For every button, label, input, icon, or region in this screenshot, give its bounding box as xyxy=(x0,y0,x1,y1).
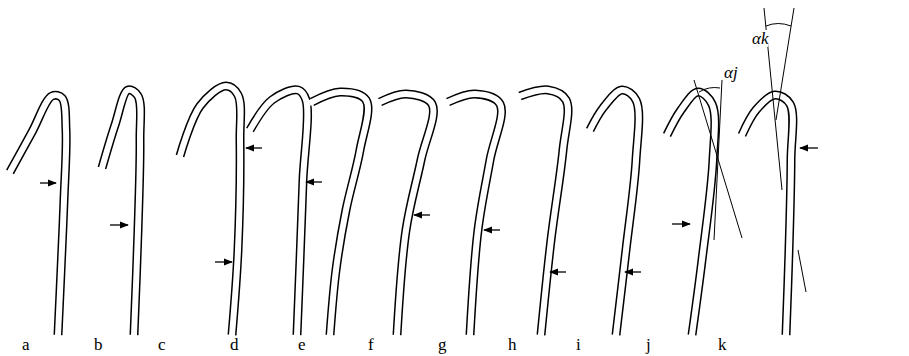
hook-fill xyxy=(102,90,141,335)
hook-fill xyxy=(250,90,308,335)
hook-outline xyxy=(250,90,308,335)
position-arrow xyxy=(672,223,690,224)
panel-letter: j xyxy=(646,336,651,353)
angle-arc xyxy=(699,88,720,93)
panel-letter: i xyxy=(576,336,581,353)
hook-outline xyxy=(312,92,368,335)
panel-letter: e xyxy=(298,336,306,353)
position-arrow xyxy=(625,271,641,272)
panel-letter: a xyxy=(22,336,30,353)
hook-outline xyxy=(742,95,793,335)
panel-letter: g xyxy=(438,336,447,353)
position-arrow xyxy=(215,261,232,262)
panel-letter: c xyxy=(158,336,166,353)
position-arrow xyxy=(800,147,818,148)
hook-fill xyxy=(312,92,368,335)
hook-fill xyxy=(520,90,568,335)
panel-letter: b xyxy=(94,336,103,353)
position-arrow xyxy=(306,181,322,182)
hook-fill xyxy=(667,92,715,335)
hook-fill xyxy=(448,94,502,335)
panel-letter: h xyxy=(508,336,517,353)
hook-outline xyxy=(180,86,241,335)
panel-letter: k xyxy=(718,336,727,353)
hook-outline xyxy=(667,92,715,335)
tangent-line xyxy=(714,80,722,240)
tangent-line xyxy=(798,250,806,292)
hook-outline xyxy=(520,90,568,335)
position-arrow xyxy=(550,271,566,272)
hook-outline xyxy=(102,90,141,335)
position-arrow xyxy=(246,147,262,148)
hook-fill xyxy=(742,95,793,335)
hook-outline xyxy=(448,94,502,335)
hook-outline xyxy=(380,94,433,335)
hook-fill xyxy=(10,95,66,335)
hook-outline xyxy=(10,95,66,335)
angle-arc xyxy=(766,24,791,27)
position-arrow xyxy=(40,182,56,183)
position-arrow xyxy=(110,224,128,225)
hook-fill xyxy=(180,86,241,335)
angle-label: αk xyxy=(752,30,768,47)
position-arrow xyxy=(414,214,430,215)
hook-fill xyxy=(590,90,639,335)
tangent-line xyxy=(776,8,794,120)
hook-outline xyxy=(590,90,639,335)
hook-fill xyxy=(380,94,433,335)
angle-label: αj xyxy=(724,64,738,81)
panel-letter: d xyxy=(230,336,239,353)
panel-letter: f xyxy=(368,336,374,353)
position-arrow xyxy=(484,229,500,230)
